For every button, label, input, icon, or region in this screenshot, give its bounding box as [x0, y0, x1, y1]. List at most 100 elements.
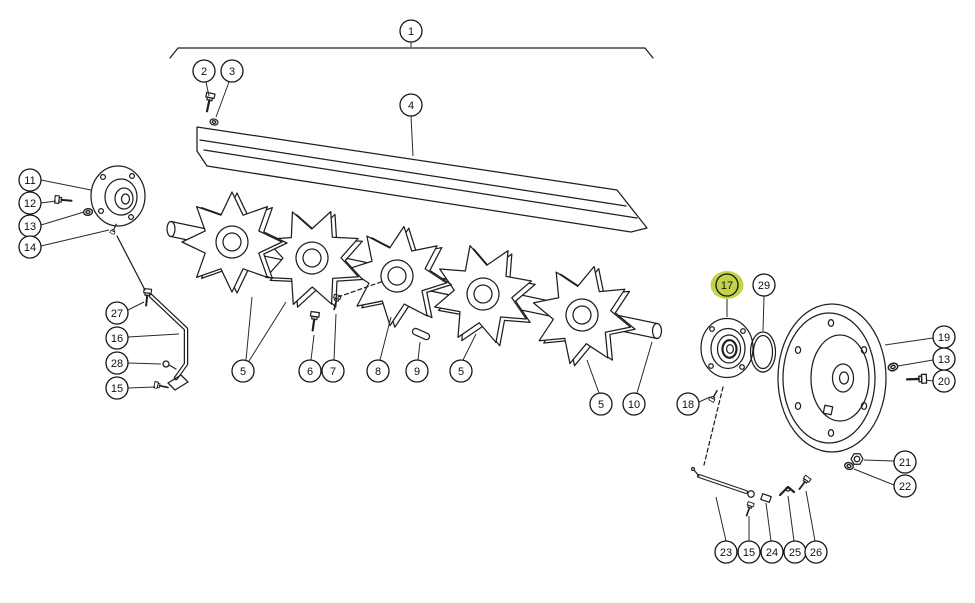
callout-17-highlighted[interactable]: 17	[710, 271, 744, 317]
callout-leader-line	[762, 295, 765, 332]
scraper-rod-16	[116, 235, 189, 391]
callout-24[interactable]: 24	[760, 502, 784, 564]
callout-28[interactable]: 28	[105, 351, 162, 375]
callout-leader-line	[863, 459, 895, 462]
callout-number: 1	[408, 26, 414, 38]
seal-ring-29	[749, 331, 777, 373]
callout-circle	[105, 301, 129, 325]
callout-5[interactable]: 5	[586, 359, 613, 416]
callout-leader-line	[127, 386, 156, 389]
callout-7[interactable]: 7	[321, 313, 345, 383]
callout-16[interactable]: 16	[105, 326, 180, 350]
callout-number: 19	[938, 332, 950, 344]
callout-number: 26	[810, 547, 822, 559]
callout-leader-line	[205, 81, 210, 97]
callout-circle	[932, 369, 956, 393]
callout-3[interactable]: 3	[215, 59, 244, 118]
callout-18[interactable]: 18	[676, 392, 711, 416]
bolt-15-left	[152, 380, 170, 392]
callout-13[interactable]: 13	[897, 347, 956, 371]
callout-circle	[714, 540, 738, 564]
assembly-dash-7	[337, 281, 382, 298]
callout-leader-line	[636, 341, 653, 394]
callout-leader-line	[417, 341, 421, 361]
bolt-20	[905, 373, 928, 385]
callout-leader-line	[40, 179, 92, 191]
callout-number: 15	[111, 383, 123, 395]
callout-number: 5	[458, 366, 464, 378]
star-wheel-5d	[414, 225, 556, 367]
callout-leader-line	[462, 333, 477, 361]
callout-circle	[752, 273, 776, 297]
callout-circle	[589, 392, 613, 416]
screw-26	[795, 474, 812, 492]
callout-19[interactable]: 19	[884, 325, 956, 349]
callout-number: 18	[682, 399, 694, 411]
callout-circle	[231, 359, 255, 383]
callout-2[interactable]: 2	[192, 59, 216, 97]
callout-circle	[105, 351, 129, 375]
callout-12[interactable]: 12	[18, 191, 57, 215]
callout-number: 21	[899, 457, 911, 469]
callout-15[interactable]: 15	[737, 516, 761, 564]
callout-circle	[18, 235, 42, 259]
callout-22[interactable]: 22	[853, 468, 917, 498]
callout-25[interactable]: 25	[783, 495, 807, 564]
callout-circle	[192, 59, 216, 83]
callout-circle	[760, 540, 784, 564]
callout-leader-line	[40, 200, 57, 204]
callout-circle	[105, 376, 129, 400]
callout-9[interactable]: 9	[405, 341, 429, 383]
callout-circle	[366, 359, 390, 383]
callout-leader-line	[853, 468, 895, 486]
callout-4[interactable]: 4	[399, 93, 423, 157]
callout-number: 7	[330, 366, 336, 378]
washer-3	[208, 117, 220, 127]
left-flange-bearing-11	[90, 165, 146, 227]
callout-23[interactable]: 23	[714, 496, 738, 564]
fitting-28	[162, 360, 177, 370]
callout-5[interactable]: 5	[449, 333, 477, 383]
callout-26[interactable]: 26	[804, 490, 828, 564]
callout-leader-line	[248, 301, 287, 362]
callout-circle	[18, 191, 42, 215]
callout-10[interactable]: 10	[622, 341, 653, 416]
callout-leader-line	[40, 229, 110, 247]
callout-1[interactable]: 1	[399, 19, 423, 47]
callout-leader-line	[897, 359, 934, 367]
callout-circle	[622, 392, 646, 416]
callout-leader-line	[127, 333, 180, 338]
assembly-dash-axis	[703, 386, 724, 466]
callout-number: 14	[24, 242, 36, 254]
callout-11[interactable]: 11	[18, 168, 92, 192]
callout-5[interactable]: 5	[231, 296, 287, 383]
callout-number: 6	[307, 366, 313, 378]
callout-leader-line	[586, 359, 600, 394]
callout-circle	[893, 450, 917, 474]
callout-14[interactable]: 14	[18, 229, 110, 259]
roll-pin-9	[411, 327, 431, 341]
callout-number: 8	[375, 366, 381, 378]
callout-number: 11	[24, 175, 35, 187]
callout-13[interactable]: 13	[18, 211, 85, 238]
callout-29[interactable]: 29	[752, 273, 776, 332]
star-wheel-5b	[246, 192, 382, 327]
callout-6[interactable]: 6	[298, 334, 322, 383]
callout-21[interactable]: 21	[863, 450, 917, 474]
callout-15[interactable]: 15	[105, 376, 156, 400]
cover-blade-4	[196, 126, 648, 233]
callout-number: 20	[938, 376, 950, 388]
callout-20[interactable]: 20	[925, 369, 956, 393]
right-flange-bearing-17	[700, 317, 754, 379]
callout-leader-line	[245, 296, 253, 361]
callout-27[interactable]: 27	[105, 301, 145, 325]
callout-number: 24	[766, 547, 778, 559]
grease-screw-18	[707, 388, 721, 404]
callout-leader-line	[410, 115, 414, 157]
callout-number: 15	[743, 547, 755, 559]
callout-number: 5	[240, 366, 246, 378]
callout-leader-line	[333, 313, 337, 361]
callout-circle	[804, 540, 828, 564]
callout-8[interactable]: 8	[366, 316, 392, 383]
